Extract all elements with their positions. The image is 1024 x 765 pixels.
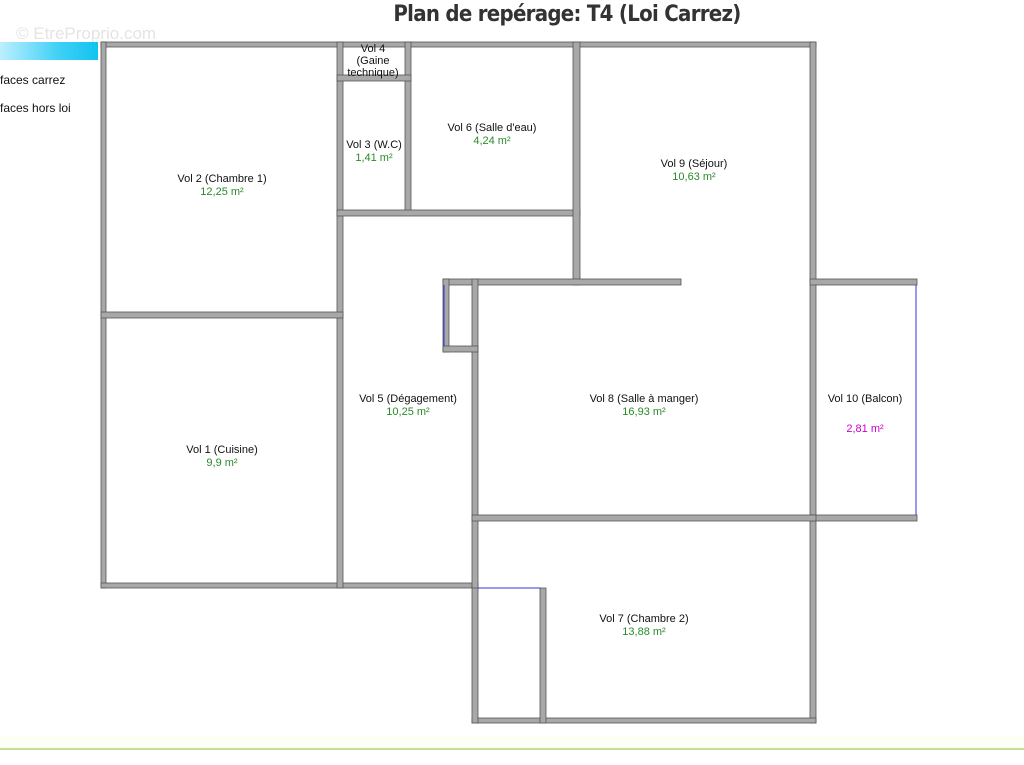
room-area: 12,25 m² [200,186,244,198]
room-name: Vol 5 (Dégagement) [359,393,457,405]
wall [100,41,817,48]
page-title: Plan de repérage: T4 (Loi Carrez) [393,2,741,27]
room-name: Vol 3 (W.C) [346,139,402,151]
room-area: 13,88 m² [622,626,666,638]
watermark: © EtreProprio.com [16,24,157,43]
wall [442,278,682,286]
room-area: 16,93 m² [622,406,666,418]
room-name-line: technique) [347,67,399,79]
room-name-line: Vol 4 [360,43,386,55]
room-name: Vol 6 (Salle d'eau) [447,122,537,134]
wall [572,41,581,286]
wall [809,41,817,724]
wall [100,311,344,319]
footer-band [0,735,1024,748]
room-area: 9,9 m² [206,457,238,469]
room-vol-8[interactable]: Vol 8 (Salle à manger) 16,93 m² [590,393,699,419]
room-vol-10[interactable]: Vol 10 (Balcon) 2,81 m² [828,393,903,436]
wall [809,514,918,522]
room-vol-4[interactable]: Vol 4 (Gaine technique) [347,43,398,79]
room-vol-3[interactable]: Vol 3 (W.C) 1,41 m² [346,139,402,165]
room-name-line: (Gaine [356,55,390,67]
legend-color-bar [0,42,98,60]
room-vol-6[interactable]: Vol 6 (Salle d'eau) 4,24 m² [448,122,537,148]
room-area: 10,63 m² [672,171,716,183]
room-name: Vol 2 (Chambre 1) [177,173,267,185]
legend-item-hors-loi: faces hors loi [0,101,71,115]
footer-divider [0,748,1024,750]
wall [471,278,479,589]
wall [336,74,412,82]
room-name: Vol 8 (Salle à manger) [589,393,699,405]
room-vol-9[interactable]: Vol 9 (Séjour) 10,63 m² [661,158,728,184]
wall [809,278,918,286]
wall [471,717,817,724]
legend-item-carrez: faces carrez [0,73,66,87]
wall [471,582,479,724]
wall [471,514,817,522]
wall [100,582,479,589]
wall [539,587,547,724]
room-name: Vol 10 (Balcon) [827,393,903,405]
room-name: Vol 1 (Cuisine) [186,444,258,456]
room-vol-5[interactable]: Vol 5 (Dégagement) 10,25 m² [359,393,457,419]
room-vol-2[interactable]: Vol 2 (Chambre 1) 12,25 m² [177,173,266,199]
wall [404,41,412,216]
room-vol-7[interactable]: Vol 7 (Chambre 2) 13,88 m² [599,613,688,639]
room-area: 2,81 m² [846,423,884,435]
room-name: Vol 9 (Séjour) [660,158,728,170]
room-area: 1,41 m² [355,152,393,164]
room-area: 4,24 m² [473,135,511,147]
room-name: Vol 7 (Chambre 2) [599,613,689,625]
wall [336,209,581,217]
room-area: 10,25 m² [386,406,430,418]
wall [442,345,479,353]
room-vol-1[interactable]: Vol 1 (Cuisine) 9,9 m² [186,444,258,470]
